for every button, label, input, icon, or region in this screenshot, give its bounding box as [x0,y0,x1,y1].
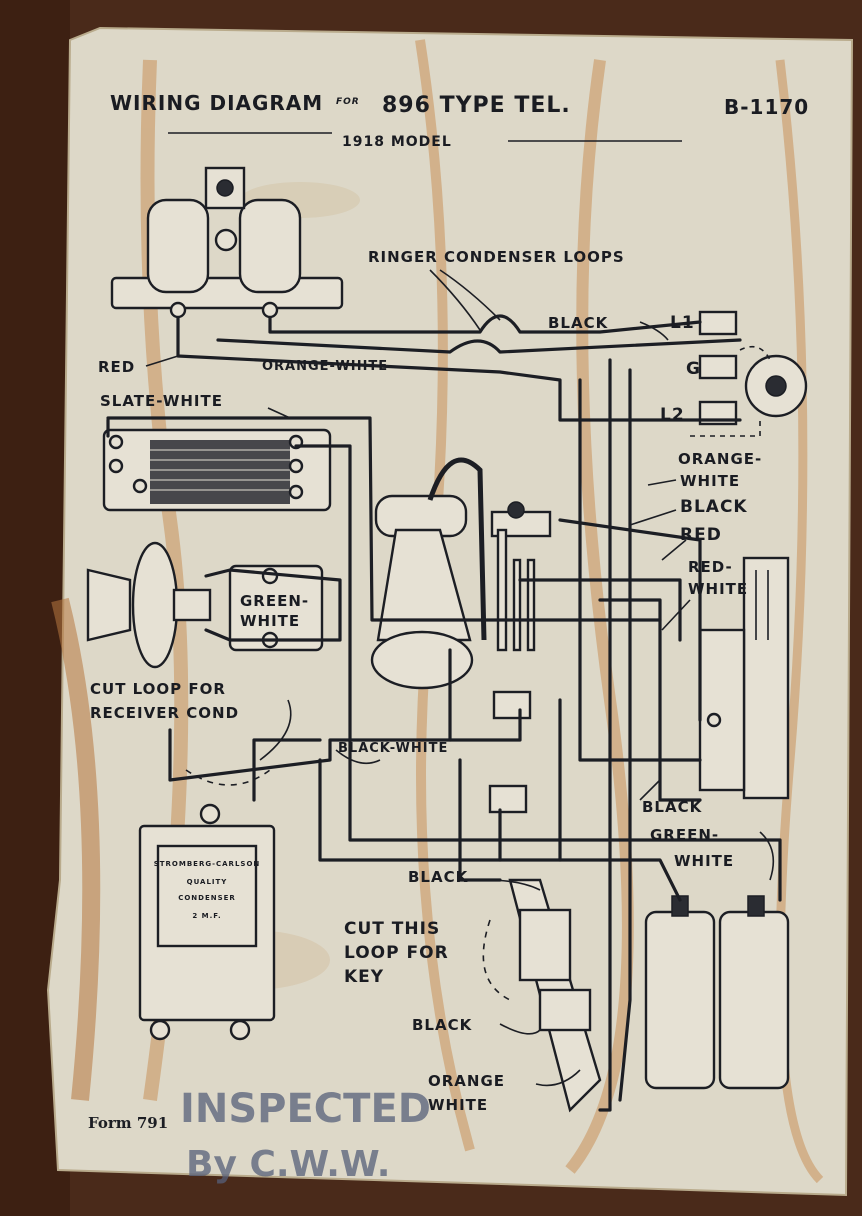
label-cut-loop-receiver-2: RECEIVER COND [90,704,239,722]
labels: RINGER CONDENSER LOOPS BLACK L1 G L2 RED… [90,248,762,1114]
condenser-box-icon: STROMBERG-CARLSON QUALITY CONDENSER 2 M.… [138,803,276,1041]
condenser-plate-line4: 2 M.F. [192,912,221,920]
terminal-post-icon [488,784,528,814]
title-type: 896 TYPE TEL. [382,93,571,118]
condenser-plate-line1: STROMBERG-CARLSON [154,860,261,868]
wires [106,314,782,1112]
label-black-bottom: BLACK [412,1016,473,1034]
label-black-white: BLACK-WHITE [338,741,448,756]
title-main: WIRING DIAGRAM [110,91,323,115]
label-leaders [145,269,775,1087]
label-black-right: BLACK [680,497,748,517]
binding-post-g-icon [698,354,738,380]
induction-coil-icon [102,428,332,512]
subtitle: 1918 MODEL [342,134,452,150]
title-code: B-1170 [724,95,809,119]
label-cut-key-2: LOOP FOR [344,943,449,963]
label-l2: L2 [660,405,685,425]
label-red-white-right-1: RED- [688,558,733,576]
label-orange-white-bottom-1: ORANGE [428,1072,505,1090]
label-red-white-right-2: WHITE [688,580,748,598]
label-cut-key-3: KEY [344,967,384,987]
form-number: Form 791 [88,1114,168,1132]
receiver-icon [86,541,212,669]
header: WIRING DIAGRAM FOR 896 TYPE TEL. B-1170 … [110,91,809,150]
label-black-lower-right: BLACK [642,798,703,816]
label-orange-white-bottom-2: WHITE [428,1096,488,1114]
label-l1: L1 [670,313,695,333]
cut-loop-key-dash [482,919,511,1001]
hook-switch-icon [490,501,552,652]
title-for: FOR [336,97,360,107]
label-orange-white-top: ORANGE-WHITE [262,359,388,374]
label-green-white-mid-1: GREEN- [240,592,309,610]
binding-post-l1-icon [698,310,738,336]
label-slate-white: SLATE-WHITE [100,392,223,410]
inspected-stamp-by: By C.W.W. [186,1144,390,1185]
ringer-icon [110,166,344,319]
condenser-plate-line2: QUALITY [187,878,228,886]
terminal-post-icon [492,690,532,720]
label-red-left: RED [98,358,135,376]
label-green-white-bottom-1: GREEN- [650,826,719,844]
label-ringer-condenser-loops: RINGER CONDENSER LOOPS [368,248,625,266]
footer: Form 791 INSPECTED By C.W.W. [88,1086,431,1185]
label-green-white-mid-2: WHITE [240,612,300,630]
label-orange-white-right-1: ORANGE- [678,450,762,468]
label-red-right: RED [680,525,722,545]
label-g: G [686,359,701,379]
transmitter-icon [370,457,487,690]
generator-icon [698,556,790,800]
binding-posts [698,310,808,426]
label-green-white-bottom-2: WHITE [674,852,734,870]
condenser-plate-line3: CONDENSER [178,894,236,902]
battery-icon [644,895,790,1090]
key-switch-icon [508,878,602,1113]
label-cut-loop-receiver-1: CUT LOOP FOR [90,680,226,698]
label-black-center: BLACK [408,868,469,886]
label-black-top: BLACK [548,314,609,332]
label-orange-white-right-2: WHITE [680,472,740,490]
inspected-stamp: INSPECTED [180,1086,431,1132]
label-cut-key-1: CUT THIS [344,919,440,939]
